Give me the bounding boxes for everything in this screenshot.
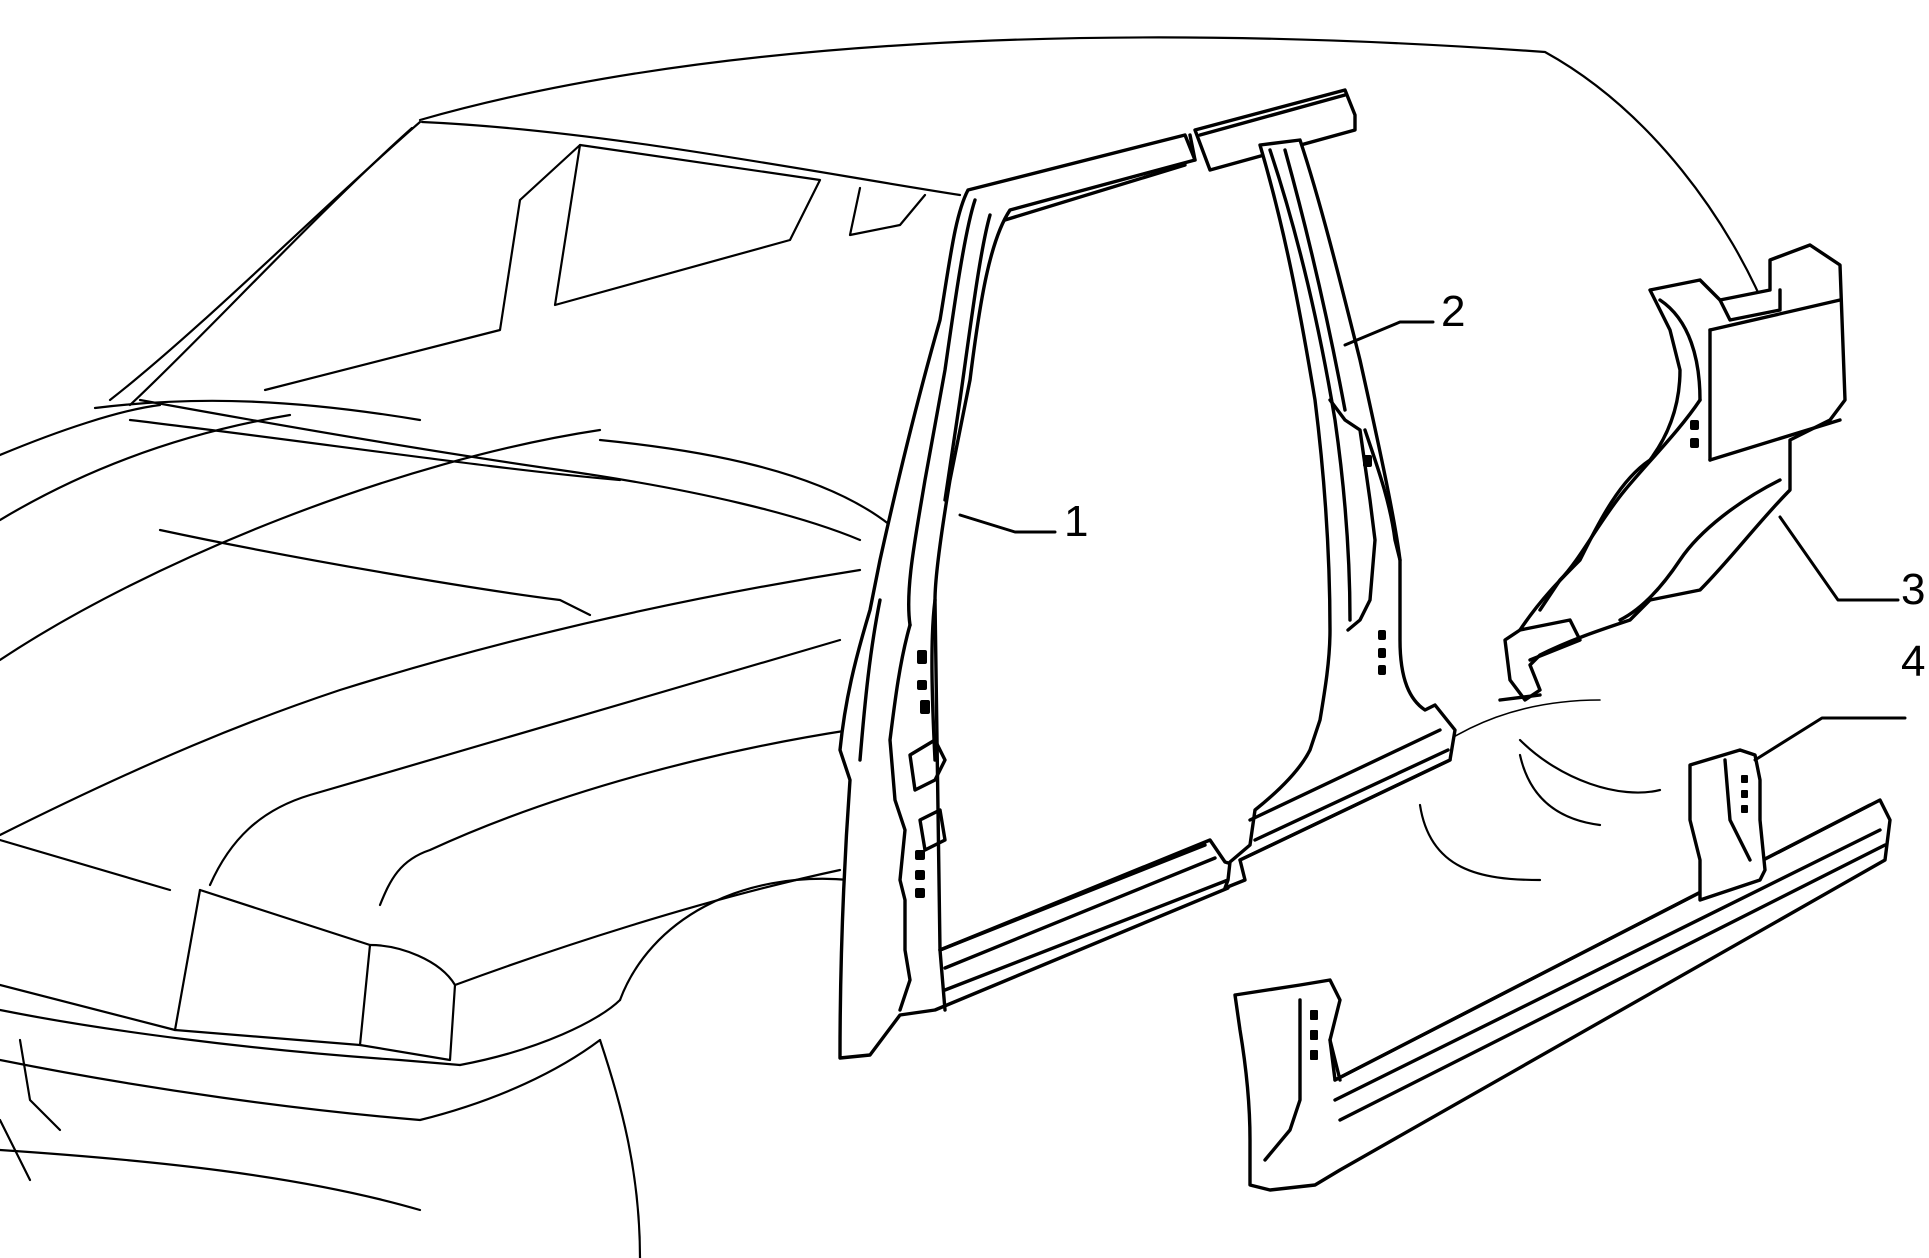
part-4-sill-assembly (1233, 748, 1892, 1192)
callout-2: 2 (1441, 287, 1465, 336)
part-1-front-door-frame (838, 133, 1237, 1060)
leader-1 (958, 513, 1057, 534)
leader-4 (1753, 716, 1907, 762)
part-3-rear-quarter-panel (1498, 243, 1847, 702)
part-2-b-pillar (1193, 88, 1457, 890)
callout-leaders (958, 320, 1907, 762)
callout-4: 4 (1901, 637, 1925, 686)
callout-1: 1 (1064, 497, 1088, 546)
leader-2 (1343, 320, 1435, 347)
callout-3: 3 (1901, 565, 1925, 614)
car-body-outline (0, 36, 1772, 1258)
leader-3 (1778, 515, 1900, 602)
callout-labels: 1 2 3 4 (1064, 287, 1925, 686)
